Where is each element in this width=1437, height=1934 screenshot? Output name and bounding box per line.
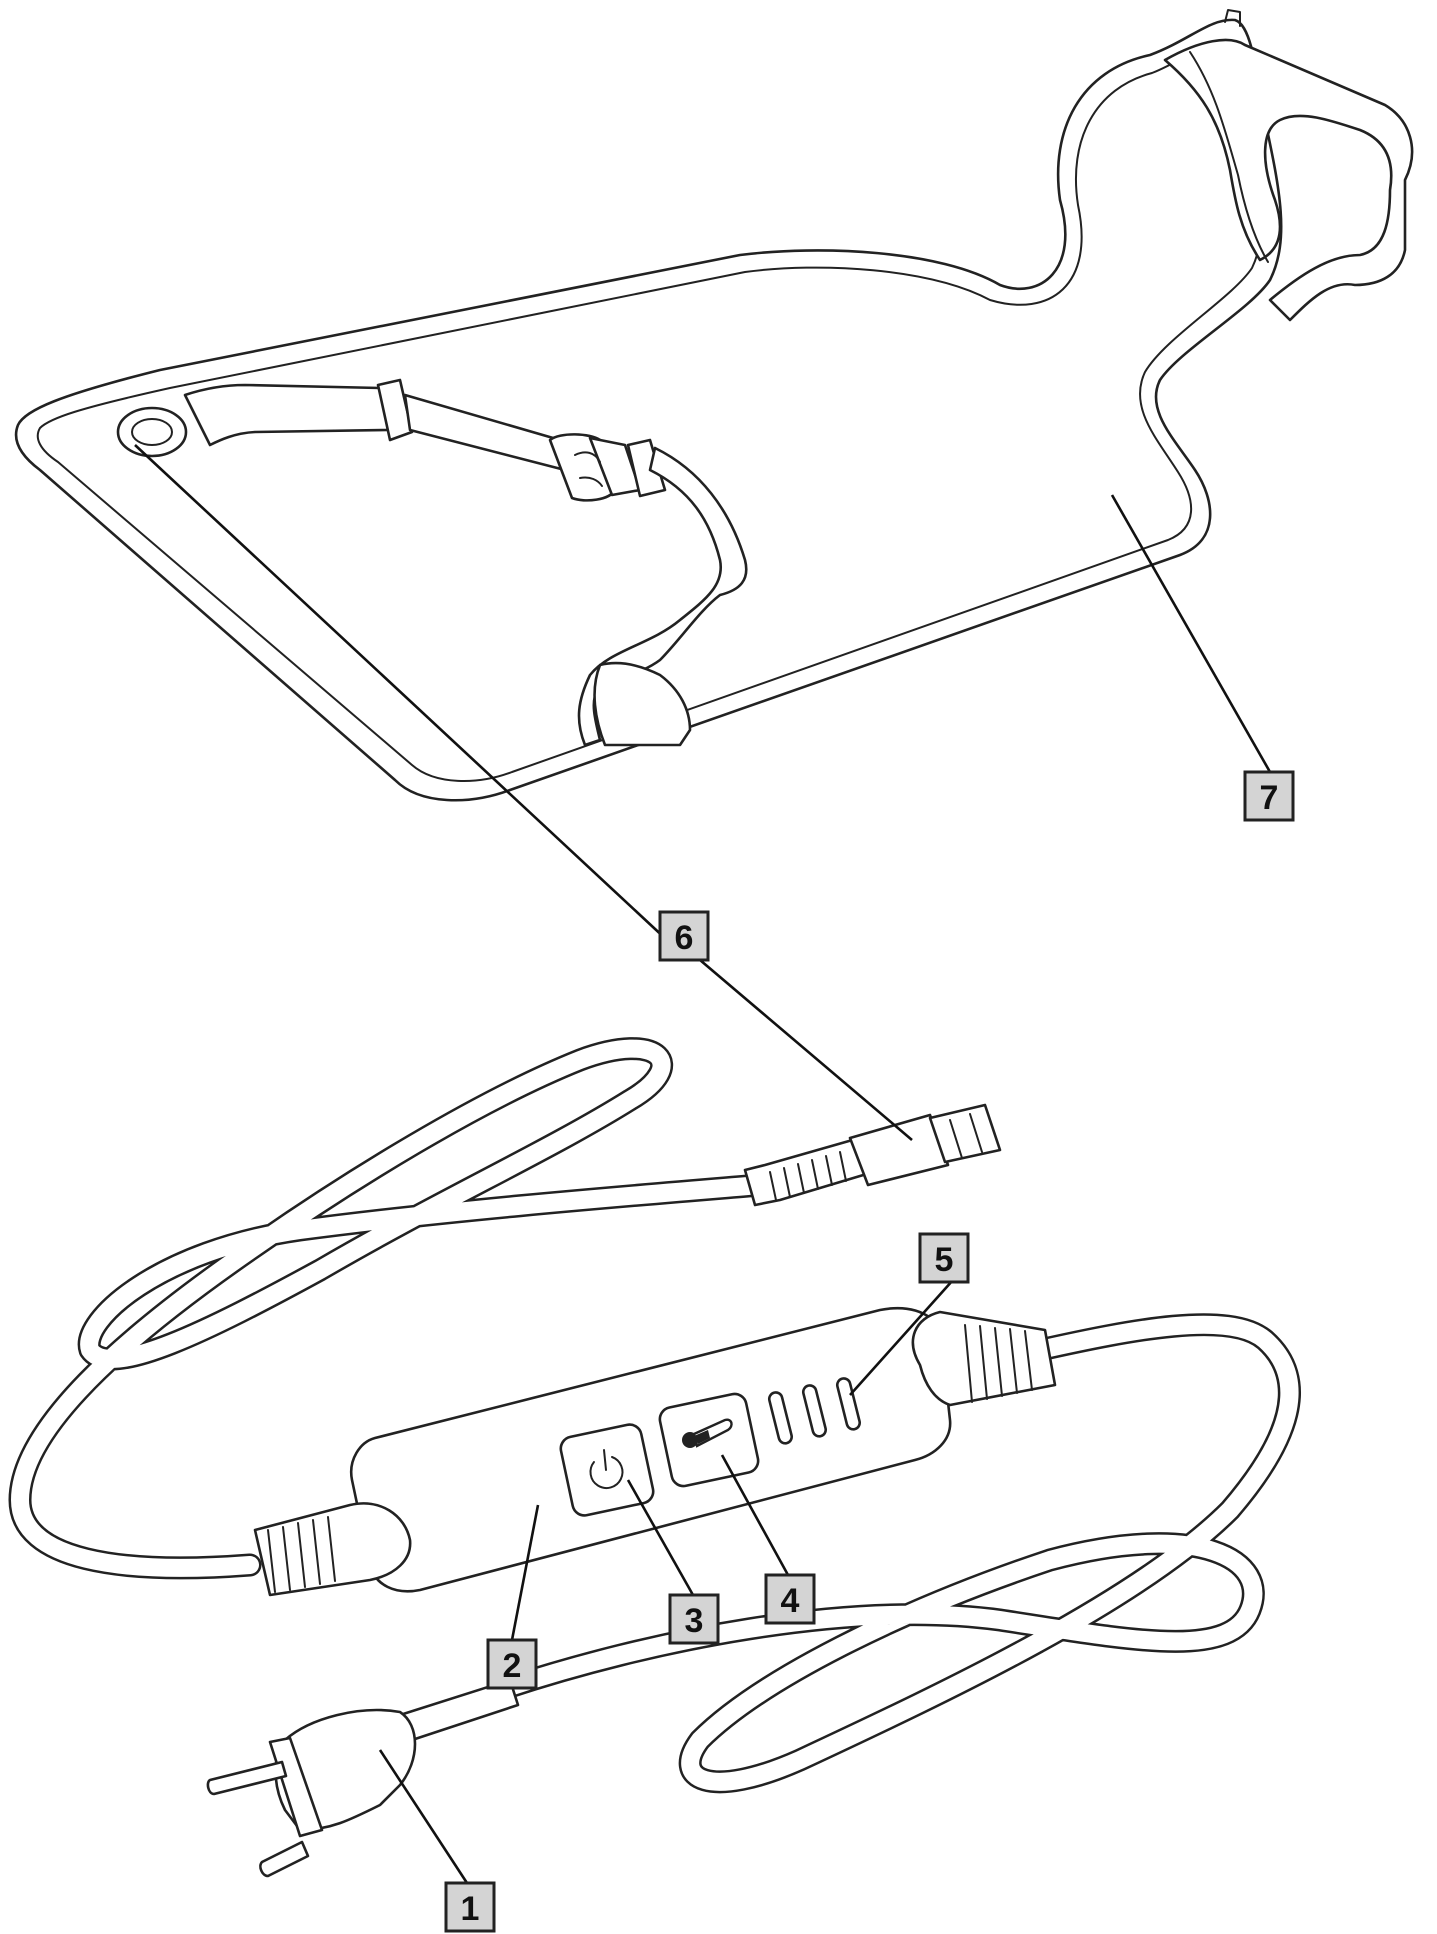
plug-pin-upper: [206, 1760, 288, 1796]
heating-pad: [14, 9, 1414, 802]
callout-5: 5: [918, 1232, 970, 1284]
controller-right-ribs: [964, 1324, 1033, 1403]
leader-4: [720, 1454, 790, 1576]
buckle-frame: [626, 438, 667, 498]
controller-unit: [253, 1306, 1057, 1597]
cord-upper-fill: [11, 1039, 769, 1577]
indicator-light-2: [801, 1384, 828, 1438]
indicator-light-1: [767, 1391, 794, 1445]
callout-4-label: 4: [781, 1582, 800, 1620]
callout-7-label: 7: [1260, 779, 1279, 817]
buckle-detail: [574, 451, 603, 487]
pad-inner-seam: [36, 39, 1263, 783]
leader-6b: [699, 959, 913, 1141]
connector-body: [848, 1113, 950, 1187]
leader-5: [849, 1279, 954, 1396]
leader-3: [626, 1479, 695, 1596]
power-icon: [589, 1449, 624, 1490]
callout-1: 1: [444, 1881, 496, 1933]
connector-tip-slots: [949, 1113, 983, 1159]
indicator-light-3: [835, 1377, 862, 1431]
shoulder-strap: [1163, 38, 1414, 322]
controller-cord: [8, 1037, 1301, 1794]
callout-6: 6: [658, 910, 710, 962]
cord-lower-fill: [491, 1315, 1299, 1791]
leader-7: [1110, 494, 1272, 773]
mains-plug: [206, 1678, 520, 1878]
waist-strap-end: [593, 661, 692, 747]
plug-pin-lower: [259, 1840, 310, 1878]
pad-socket-inner: [131, 418, 173, 446]
callout-6-label: 6: [675, 919, 694, 957]
strap-slider: [376, 378, 414, 442]
callout-1-label: 1: [461, 1890, 480, 1928]
pad-socket: [116, 406, 188, 458]
controller-left-ribs: [267, 1516, 336, 1593]
callout-4: 4: [764, 1573, 816, 1625]
shoulder-strap-tab: [1224, 9, 1241, 27]
callout-3-label: 3: [685, 1602, 704, 1640]
shoulder-strap-edge: [1189, 51, 1269, 263]
callout-3: 3: [668, 1593, 720, 1645]
thermometer-icon: [682, 1418, 733, 1448]
connector-tip: [928, 1103, 1002, 1164]
connector-ribs: [769, 1151, 847, 1201]
callout-5-label: 5: [935, 1241, 954, 1279]
controller-body: [349, 1306, 952, 1593]
leader-1: [378, 1749, 469, 1884]
leader-2: [510, 1504, 540, 1641]
callout-2-label: 2: [503, 1647, 522, 1685]
callout-7: 7: [1243, 770, 1295, 822]
callout-2: 2: [486, 1638, 538, 1690]
pad-connector-plug: [743, 1103, 1002, 1207]
leader-6a: [134, 444, 684, 956]
